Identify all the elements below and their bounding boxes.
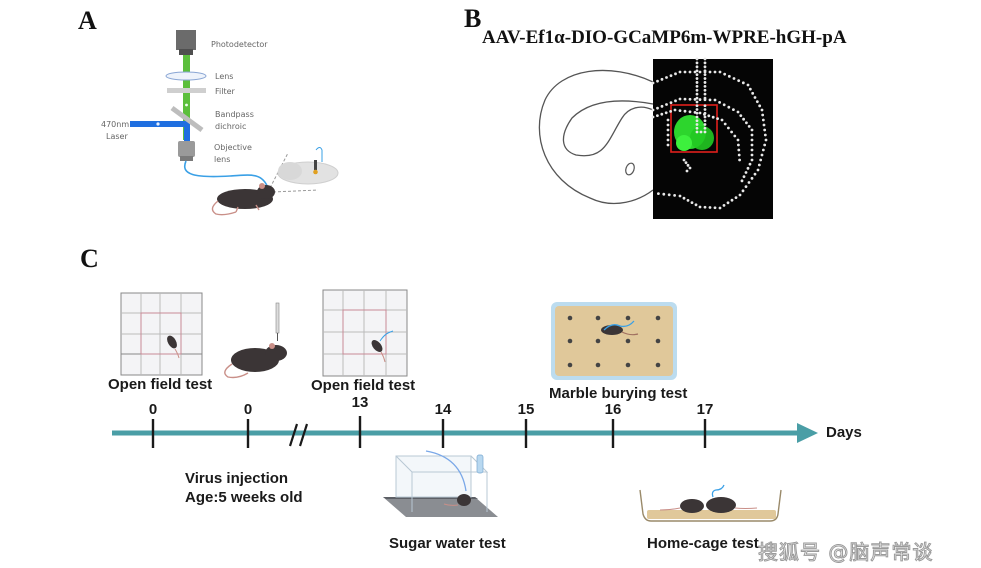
objective-label-line1: Objective: [214, 143, 252, 152]
lens-label: Lens: [215, 72, 234, 81]
brain-icon: [277, 147, 339, 185]
atlas-outline-dots: [651, 57, 768, 210]
virus-injection-label: Virus injection: [185, 470, 289, 487]
virus-construct-title: AAV-Ef1α-DIO-GCaMP6m-WPRE-hGH-pA: [482, 27, 847, 48]
tick-label: 13: [351, 394, 369, 411]
mouse-icon: [211, 183, 275, 216]
age-label: Age:5 weeks old: [185, 489, 303, 506]
roi-box: [670, 104, 718, 153]
tick-label: 16: [604, 401, 622, 418]
home-cage-test-label: Home-cage test: [647, 535, 759, 552]
marble-burying-test-label: Marble burying test: [549, 385, 688, 402]
days-axis-label: Days: [826, 424, 862, 441]
timeline-arrowhead: [797, 423, 818, 443]
objective-label-line2: lens: [214, 155, 231, 164]
filter-label: Filter: [215, 87, 235, 96]
filter-icon: [167, 88, 206, 93]
marble-burying-tray-icon: [551, 302, 677, 380]
open-field-arena-icon: [120, 292, 203, 376]
home-cage-icon: [639, 484, 782, 522]
panel-b-letter: B: [464, 4, 482, 33]
open-field-arena-icon: [322, 289, 408, 377]
sugar-water-test-label: Sugar water test: [389, 535, 506, 552]
bandpass-label-line2: dichroic: [215, 122, 247, 131]
panel-a-letter: A: [78, 6, 97, 35]
tick-label: 15: [517, 401, 535, 418]
laser-beam: [130, 121, 190, 127]
brain-outline: [538, 69, 654, 205]
laser-label-line2: Laser: [106, 132, 128, 141]
optic-fiber: [183, 160, 269, 189]
tick-label: 17: [696, 401, 714, 418]
tick-label: 0: [148, 401, 158, 418]
photodetector-icon: [176, 30, 196, 55]
source-watermark: 搜狐号 @脑声常谈: [757, 540, 934, 565]
tick-label: 14: [434, 401, 452, 418]
panel-c-letter: C: [80, 244, 99, 273]
open-field-test-label-2: Open field test: [311, 377, 416, 394]
photodetector-label: Photodetector: [211, 40, 268, 49]
bandpass-label-line1: Bandpass: [215, 110, 254, 119]
sugar-water-test-apparatus-icon: [383, 450, 498, 517]
dichroic-mirror-icon: [170, 105, 204, 133]
virus-injection-mouse-icon: [224, 302, 287, 379]
lens-icon: [165, 71, 207, 81]
objective-lens-icon: [178, 141, 195, 161]
open-field-test-label-1: Open field test: [108, 376, 213, 393]
tick-label: 0: [243, 401, 253, 418]
axis-break-mark: [288, 423, 309, 447]
laser-label-line1: 470nm: [101, 120, 130, 129]
emission-beam: [183, 55, 190, 140]
